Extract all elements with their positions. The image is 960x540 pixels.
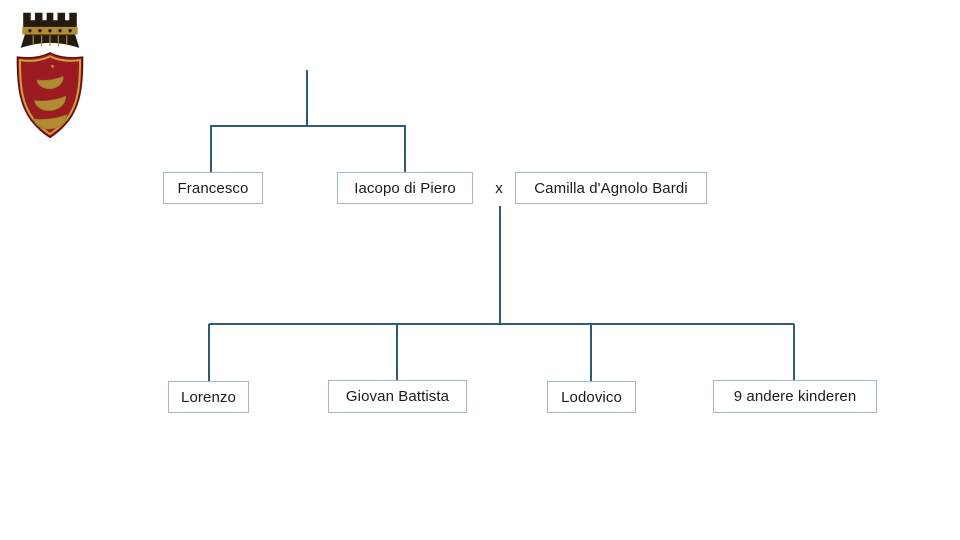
tree-node-iacopo-di-piero: Iacopo di Piero <box>337 172 473 204</box>
tree-node-francesco: Francesco <box>163 172 263 204</box>
tree-node-lorenzo: Lorenzo <box>168 381 249 413</box>
tree-node-camilla-dagnolo-bardi: Camilla d'Agnolo Bardi <box>515 172 707 204</box>
crown-icon <box>20 12 80 48</box>
shield-icon <box>16 52 84 139</box>
coat-of-arms-icon <box>16 12 84 139</box>
tree-node-giovan-battista: Giovan Battista <box>328 380 467 413</box>
connector-parent-bracket <box>210 125 406 176</box>
three-crescents <box>33 64 67 130</box>
tree-node-lodovico: Lodovico <box>547 381 636 413</box>
tree-node-other-children: 9 andere kinderen <box>713 380 877 413</box>
marriage-symbol: x <box>489 177 509 199</box>
